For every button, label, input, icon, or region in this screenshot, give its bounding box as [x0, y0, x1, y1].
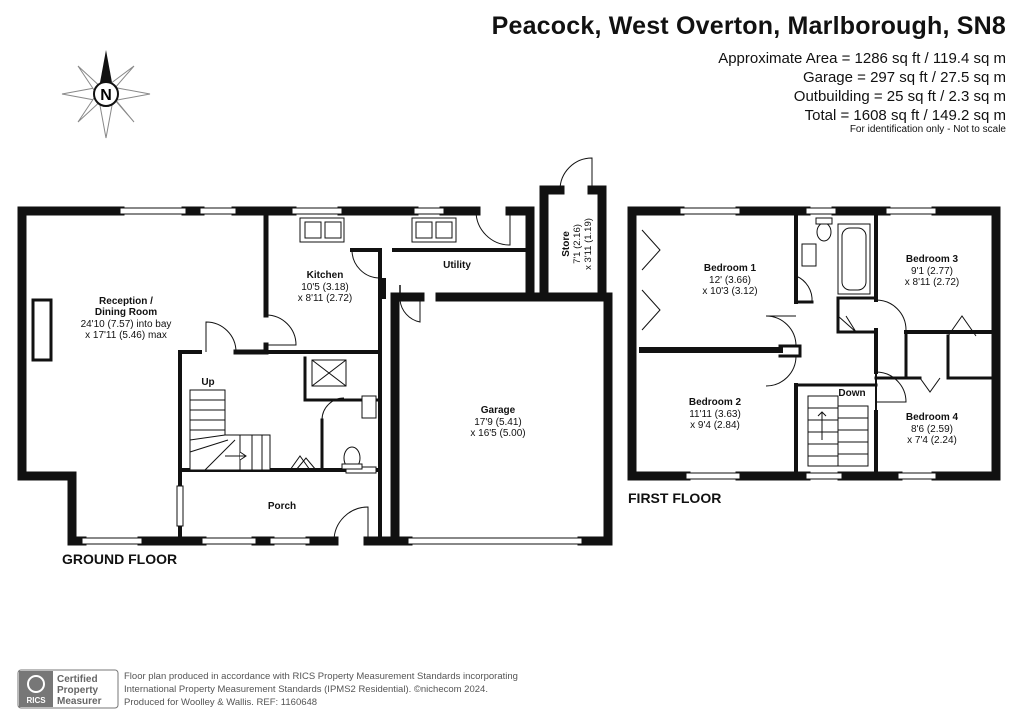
- reception-dim-2: x 17'11 (5.46) max: [85, 330, 167, 341]
- porch-label: Porch: [268, 501, 296, 512]
- bedroom1-label: Bedroom 1: [704, 263, 757, 274]
- badge-line-1: Certified: [57, 674, 98, 685]
- approximate-area: Approximate Area = 1286 sq ft / 119.4 sq…: [718, 50, 1006, 67]
- store-label: Store: [561, 231, 572, 257]
- badge-line-2: Property: [57, 685, 99, 696]
- first-floor-windows: [679, 207, 937, 480]
- bedroom1-dim-1: 12' (3.66): [709, 275, 751, 286]
- outbuilding-area: Outbuilding = 25 sq ft / 2.3 sq m: [793, 88, 1006, 105]
- disclaimer: For identification only - Not to scale: [849, 124, 1006, 135]
- first-floor-doors: [641, 229, 977, 412]
- bedroom3-label: Bedroom 3: [906, 254, 959, 265]
- bedroom4-label: Bedroom 4: [906, 412, 959, 423]
- ground-floor-fixtures: [189, 217, 457, 471]
- first-floor-label: FIRST FLOOR: [628, 490, 721, 506]
- bedroom3-dim-1: 9'1 (2.77): [911, 266, 953, 277]
- reception-label: Reception /: [99, 296, 153, 307]
- garage-dim-2: x 16'5 (5.00): [470, 428, 525, 439]
- reception-dim-1: 24'10 (7.57) into bay: [81, 319, 172, 330]
- bedroom4-dim-1: 8'6 (2.59): [911, 424, 953, 435]
- utility-label: Utility: [443, 260, 471, 271]
- ground-floor-windows: [31, 207, 583, 545]
- first-floor-fixtures: [801, 217, 871, 467]
- footer-line-1: Floor plan produced in accordance with R…: [124, 671, 518, 682]
- bedroom2-label: Bedroom 2: [689, 397, 742, 408]
- reception-label-2: Dining Room: [95, 307, 157, 318]
- bedroom1-dim-2: x 10'3 (3.12): [702, 286, 757, 297]
- garage-label: Garage: [481, 405, 516, 416]
- store-dim-1: 7'1 (2.16): [572, 224, 583, 264]
- footer-notes: Floor plan produced in accordance with R…: [124, 670, 518, 709]
- total-area: Total = 1608 sq ft / 149.2 sq m: [804, 107, 1006, 124]
- ground-floor-label: GROUND FLOOR: [62, 551, 177, 567]
- bedroom2-dim-2: x 9'4 (2.84): [690, 420, 740, 431]
- compass-letter: N: [100, 87, 112, 104]
- store-dim-2: x 3'11 (1.19): [583, 218, 594, 270]
- ground-floor-doors: [205, 157, 593, 542]
- bedroom2-dim-1: 11'11 (3.63): [689, 409, 741, 420]
- garage-dim-1: 17'9 (5.41): [474, 417, 522, 428]
- kitchen-dim-2: x 8'11 (2.72): [298, 293, 353, 304]
- compass-icon: N: [61, 50, 151, 139]
- kitchen-label: Kitchen: [307, 270, 344, 281]
- bedroom3-dim-2: x 8'11 (2.72): [905, 277, 960, 288]
- ground-floor-plan: [17, 185, 613, 546]
- stairs-up-label: Up: [201, 377, 214, 388]
- rics-badge: RICS Certified Property Measurer: [17, 669, 119, 709]
- property-title: Peacock, West Overton, Marlborough, SN8: [491, 12, 1006, 40]
- rics-logo-icon: [27, 675, 45, 693]
- stairs-down-label: Down: [838, 388, 865, 399]
- footer-line-2: International Property Measurement Stand…: [124, 684, 488, 695]
- first-floor-plan: [627, 206, 1001, 481]
- bedroom4-dim-2: x 7'4 (2.24): [907, 435, 957, 446]
- footer-line-3: Produced for Woolley & Wallis. REF: 1160…: [124, 697, 318, 708]
- badge-line-3: Measurer: [57, 696, 102, 707]
- garage-area: Garage = 297 sq ft / 27.5 sq m: [802, 69, 1006, 86]
- rics-logo-text: RICS: [26, 696, 46, 705]
- kitchen-dim-1: 10'5 (3.18): [301, 282, 349, 293]
